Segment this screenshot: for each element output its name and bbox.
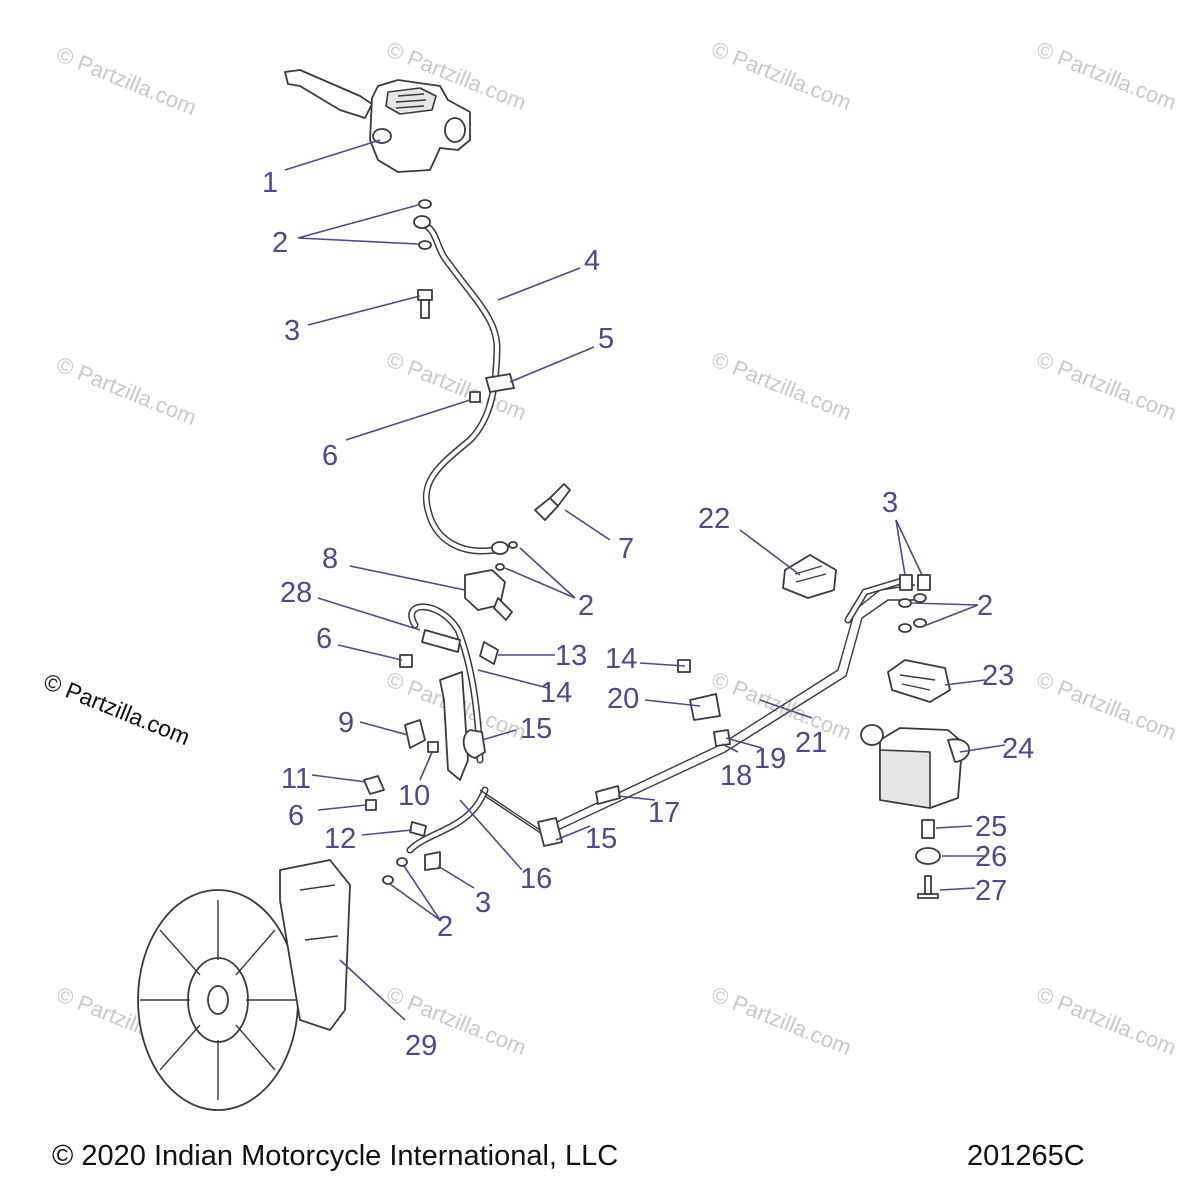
callout-11: 11	[281, 763, 311, 795]
watermark: © Partzilla.com	[1033, 666, 1180, 745]
callout-27: 27	[975, 875, 1007, 907]
callout-5: 5	[598, 323, 614, 355]
callout-15: 15	[520, 713, 552, 745]
banjo-fitting-part	[495, 483, 571, 571]
upper-brake-hose	[413, 215, 509, 555]
callout-18: 18	[720, 760, 752, 792]
watermark: © Partzilla.com	[708, 346, 855, 425]
callout-8: 8	[322, 543, 338, 575]
callout-16: 16	[520, 863, 552, 895]
callout-13: 13	[555, 640, 587, 672]
hose-clip-part	[469, 373, 515, 403]
callout-20: 20	[607, 683, 639, 715]
callout-6: 6	[316, 623, 332, 655]
abs-module-part	[860, 724, 971, 809]
hose-28-loop	[408, 603, 484, 764]
small-fasteners	[363, 641, 731, 885]
callout-2: 2	[437, 911, 453, 943]
bracket-22-part	[782, 554, 837, 599]
callout-10: 10	[398, 780, 430, 812]
lower-brake-lines	[406, 576, 922, 854]
callout-29: 29	[405, 1030, 437, 1062]
copyright-notice: © 2020 Indian Motorcycle International, …	[52, 1140, 619, 1172]
callout-22: 22	[698, 503, 730, 535]
callout-6: 6	[288, 800, 304, 832]
abs-bracket-23-part	[887, 659, 951, 703]
callout-21: 21	[795, 727, 827, 759]
brake-disc-and-caliper	[137, 859, 351, 1111]
callout-24: 24	[1002, 733, 1034, 765]
callout-6: 6	[322, 440, 338, 472]
callout-3: 3	[475, 887, 491, 919]
watermark: © Partzilla.com	[1033, 346, 1180, 425]
right-bolts-and-washers	[898, 574, 931, 633]
callout-14: 14	[605, 643, 637, 675]
callout-28: 28	[280, 577, 312, 609]
watermark: © Partzilla.com	[1033, 981, 1180, 1060]
abs-mount-hardware	[915, 819, 941, 899]
callout-25: 25	[975, 811, 1007, 843]
junction-block-part	[464, 569, 513, 621]
callout-1: 1	[262, 167, 278, 199]
callout-19: 19	[754, 743, 786, 775]
callout-numbers: 1 2 3 4 5 6 7 2 8 28 6 13 14 14 20 9 15 …	[262, 167, 1034, 1062]
callout-2: 2	[272, 227, 288, 259]
watermark: © Partzilla.com	[53, 351, 200, 430]
callout-2: 2	[578, 590, 594, 622]
top-washers-and-bolt	[417, 199, 433, 319]
watermark: © Partzilla.com	[1033, 36, 1180, 115]
callout-3: 3	[284, 315, 300, 347]
callout-2: 2	[977, 590, 993, 622]
callout-4: 4	[584, 245, 600, 277]
callout-15: 15	[585, 823, 617, 855]
callout-14: 14	[540, 677, 572, 709]
callout-3: 3	[882, 487, 898, 519]
callout-12: 12	[324, 823, 356, 855]
callout-26: 26	[975, 841, 1007, 873]
callout-leaders	[284, 139, 1006, 1021]
callout-9: 9	[338, 707, 354, 739]
watermark: © Partzilla.com	[708, 36, 855, 115]
callout-7: 7	[618, 533, 634, 565]
master-cylinder-part	[284, 69, 471, 173]
drawing-number: 201265C	[967, 1140, 1085, 1172]
callout-17: 17	[648, 797, 680, 829]
watermark: © Partzilla.com	[53, 41, 200, 120]
callout-23: 23	[982, 660, 1014, 692]
watermark: © Partzilla.com	[708, 981, 855, 1060]
